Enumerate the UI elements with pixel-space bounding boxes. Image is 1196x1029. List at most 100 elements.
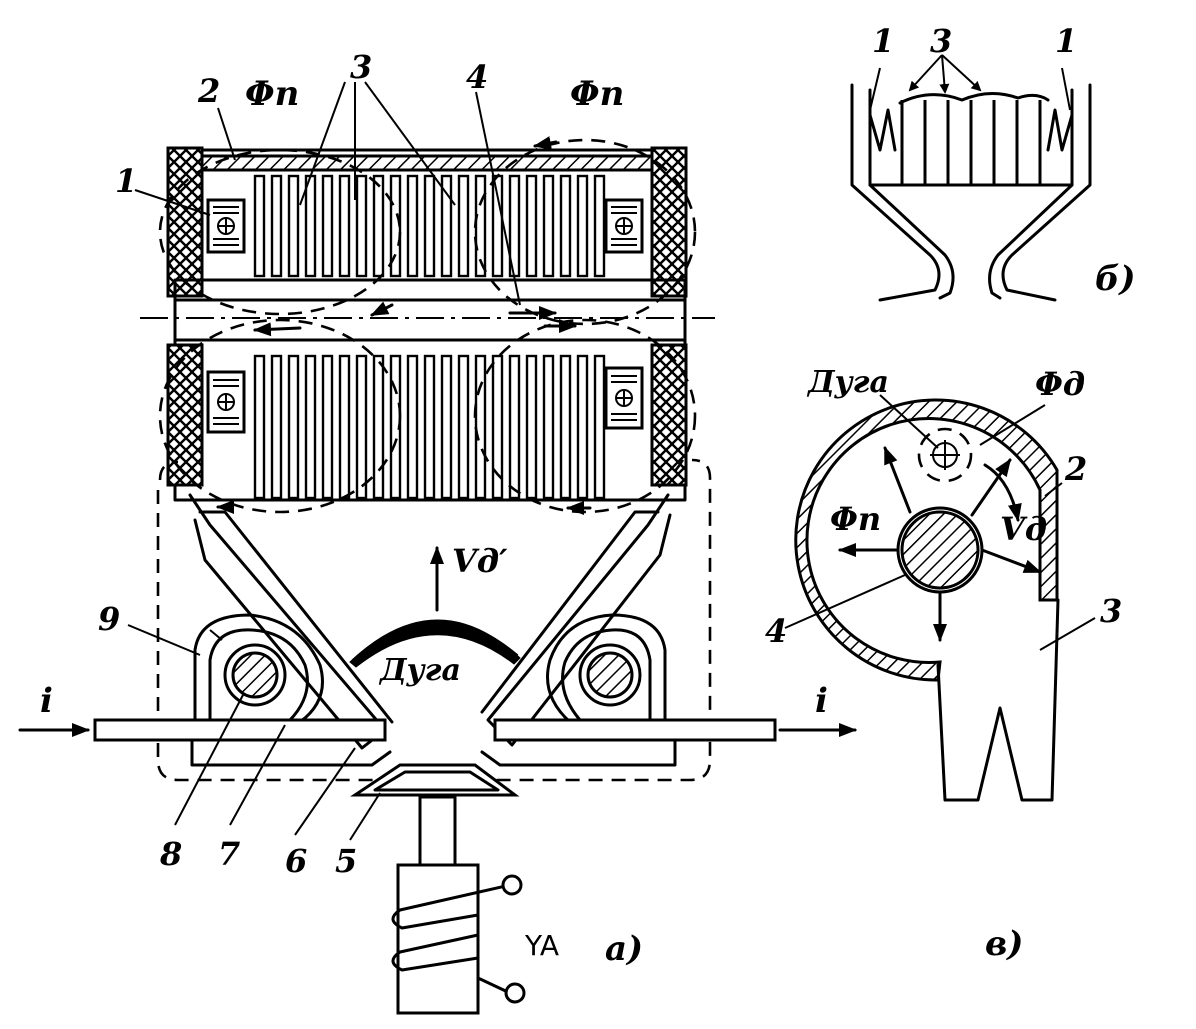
upper-plate (355, 174, 368, 278)
label-velocity: Vд′ (452, 542, 508, 580)
lower-plate (440, 354, 453, 500)
flux-loop-upper-right (473, 138, 697, 326)
lower-plate (474, 354, 487, 500)
left-horn-contact (193, 613, 324, 727)
figure-a: Φп Φп 2 3 4 1 9 8 7 6 5 i i Vд′ Дуга YA … (18, 48, 857, 1015)
c-label-arc: Дуга (806, 365, 889, 400)
lower-plate (423, 354, 436, 500)
upper-plate (576, 174, 589, 278)
flux-loop-upper-left (158, 148, 402, 316)
c-label-3: 3 (1100, 592, 1122, 630)
right-horn-contact (546, 613, 667, 727)
figure-c: Дуга Φд 2 Φп Vд 4 3 в) (765, 365, 1122, 964)
label-3: 3 (350, 48, 372, 86)
upper-plate (270, 174, 283, 278)
label-current-out: i (815, 681, 828, 721)
lower-plate (542, 354, 555, 500)
upper-plate (321, 174, 334, 278)
flux-loop-lower-right (473, 318, 697, 514)
upper-plate (559, 174, 572, 278)
lower-plate (406, 354, 419, 500)
label-flux-left: Φп (245, 74, 299, 114)
left-bus-bar (93, 718, 387, 742)
lower-left-pole (166, 343, 204, 487)
c-label-4: 4 (765, 612, 787, 650)
label-9: 9 (98, 600, 120, 638)
lower-plate (457, 354, 470, 500)
caption-c: в) (985, 924, 1023, 964)
lower-plates (253, 354, 606, 500)
upper-plate (287, 174, 300, 278)
c-conductor (900, 510, 980, 590)
c-label-flux-d: Φд (1035, 365, 1085, 403)
label-5: 5 (335, 842, 357, 880)
label-flux-right: Φп (570, 74, 624, 114)
c-tail-plate (936, 598, 1060, 802)
upper-plate (593, 174, 606, 278)
lower-plate (372, 354, 385, 500)
upper-plate (304, 174, 317, 278)
caption-a: а) (605, 929, 643, 969)
caption-b: б) (1095, 259, 1136, 299)
upper-right-pole (650, 146, 688, 298)
upper-plate (423, 174, 436, 278)
funnel-wall-left (188, 493, 387, 750)
upper-left-pole (166, 146, 204, 298)
label-4: 4 (466, 58, 488, 96)
upper-plate (491, 174, 504, 278)
lower-plate (270, 354, 283, 500)
label-current-in: i (40, 681, 53, 721)
enclosure-outline (156, 458, 712, 782)
upper-plate (542, 174, 555, 278)
label-6: 6 (285, 842, 307, 880)
coil-symbol-lower-right (604, 366, 644, 430)
coil-symbol-upper-left (206, 198, 246, 254)
figure-b: 1 3 1 б) (850, 22, 1136, 302)
lower-plate (287, 354, 300, 500)
lower-plate (593, 354, 606, 500)
upper-plate (338, 174, 351, 278)
c-label-velocity: Vд (1000, 510, 1047, 548)
lower-plate (576, 354, 589, 500)
label-2: 2 (197, 72, 220, 110)
b-funnel (850, 83, 941, 302)
lower-plate (525, 354, 538, 500)
right-bus-bar (493, 718, 777, 742)
lower-plate (559, 354, 572, 500)
lower-plate (338, 354, 351, 500)
upper-plate (525, 174, 538, 278)
upper-plate (406, 174, 419, 278)
lower-plate (253, 354, 266, 500)
upper-plate (253, 174, 266, 278)
coil-symbol-upper-right (604, 198, 644, 254)
label-7: 7 (218, 835, 240, 873)
left-axle (231, 651, 279, 699)
moving-contact (350, 763, 520, 797)
b-label-1-left: 1 (872, 22, 894, 60)
lower-plate (491, 354, 504, 500)
lower-plate (355, 354, 368, 500)
b-label-1-right: 1 (1055, 22, 1077, 60)
label-8: 8 (159, 835, 182, 873)
middle-band (173, 278, 687, 342)
upper-plate (457, 174, 470, 278)
flux-loop-lower-left (158, 318, 402, 514)
label-arc: Дуга (378, 653, 461, 688)
lower-plate (508, 354, 521, 500)
contact-stem (418, 795, 457, 869)
c-label-2: 2 (1064, 450, 1087, 488)
lower-plate (321, 354, 334, 500)
right-axle (586, 651, 634, 699)
solenoid-winding (391, 883, 512, 995)
b-plates (900, 100, 1042, 185)
label-coil: YA (524, 929, 559, 962)
label-1: 1 (115, 162, 137, 200)
coil-symbol-lower-left (206, 370, 246, 434)
upper-plates (253, 174, 606, 278)
upper-plate (372, 174, 385, 278)
upper-plate (440, 174, 453, 278)
lower-plate (304, 354, 317, 500)
b-label-3: 3 (930, 22, 952, 60)
